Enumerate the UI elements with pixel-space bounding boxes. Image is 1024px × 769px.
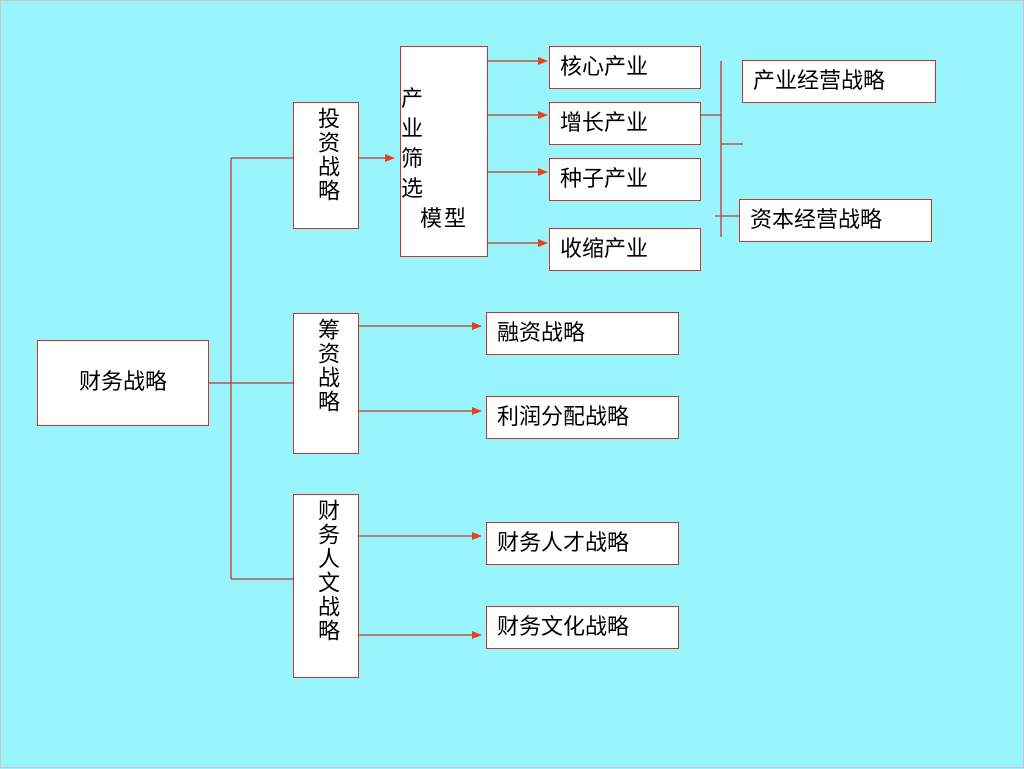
node-growth-industry: 增长产业 (549, 102, 701, 145)
fund-raising-label: 融资战略 (497, 320, 586, 346)
node-investment-strategy: 投资战略 (293, 102, 359, 229)
node-shrinking-industry: 收缩产业 (549, 228, 701, 271)
growth-industry-label: 增长产业 (560, 110, 649, 136)
screening-model-line-2: 筛 选 (401, 147, 436, 202)
investment-strategy-label: 投资战略 (314, 107, 339, 203)
node-profit-distribution-strategy: 利润分配战略 (486, 396, 679, 439)
financial-culture-label: 财务文化战略 (497, 614, 630, 640)
node-seed-industry: 种子产业 (549, 158, 701, 201)
node-industry-operation-strategy: 产业经营战略 (742, 60, 936, 103)
industry-operation-label: 产业经营战略 (753, 68, 886, 94)
node-core-industry: 核心产业 (549, 46, 701, 89)
root-node-financial-strategy: 财务战略 (37, 340, 209, 426)
node-humanities-strategy: 财务人文战略 (293, 494, 359, 678)
root-node-label: 财务战略 (78, 370, 167, 395)
screening-model-line-1: 产 业 (401, 87, 436, 142)
shrinking-industry-label: 收缩产业 (560, 236, 649, 262)
screening-model-line-3: 模型 (419, 207, 468, 232)
core-industry-label: 核心产业 (560, 54, 649, 80)
financial-talent-label: 财务人才战略 (497, 530, 630, 556)
seed-industry-label: 种子产业 (560, 166, 649, 192)
capital-operation-label: 资本经营战略 (750, 207, 883, 233)
node-capital-operation-strategy: 资本经营战略 (739, 199, 932, 242)
node-financial-culture-strategy: 财务文化战略 (486, 606, 679, 649)
node-financing-strategy: 筹资战略 (293, 313, 359, 454)
node-industry-screening-model: 产 业 筛 选 模型 (400, 46, 488, 257)
humanities-strategy-label: 财务人文战略 (314, 499, 339, 643)
profit-distribution-label: 利润分配战略 (497, 404, 630, 430)
node-fund-raising-strategy: 融资战略 (486, 312, 679, 355)
financing-strategy-label: 筹资战略 (314, 318, 339, 414)
node-financial-talent-strategy: 财务人才战略 (486, 522, 679, 565)
